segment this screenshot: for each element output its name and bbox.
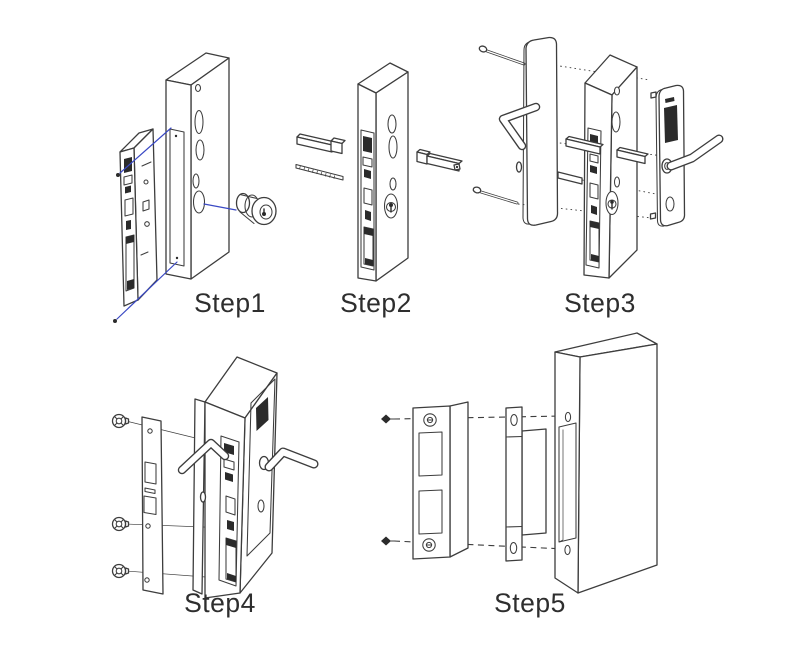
card-reader-slot — [665, 97, 675, 103]
door-edge-block — [583, 54, 638, 279]
screw-dot — [116, 173, 120, 177]
step2-illustration — [295, 62, 463, 282]
lever-handle-right — [666, 134, 724, 171]
latch-cutout — [144, 461, 157, 485]
exterior-escutcheon — [649, 84, 724, 227]
lever-handle-right — [264, 447, 319, 472]
frame-mortise — [558, 422, 577, 543]
step2-label: Step2 — [340, 288, 412, 318]
fixing-screws — [111, 413, 130, 579]
threaded-rod — [295, 163, 344, 181]
interior-escutcheon — [498, 36, 559, 226]
keyhole-cover — [257, 499, 265, 513]
insertion-guide-lines — [113, 127, 237, 323]
dust-box — [505, 406, 547, 562]
spindle-bar-left — [296, 133, 346, 155]
lock-faceplate — [218, 435, 240, 587]
assembled-door — [177, 356, 319, 599]
lever-handle-left — [177, 438, 230, 475]
spindle-bar-right — [416, 148, 463, 172]
screw — [111, 516, 130, 532]
mortise-lock-body — [119, 128, 158, 307]
step5-label: Step5 — [494, 588, 566, 618]
spindle-bar-left — [565, 135, 604, 155]
strike-screws — [381, 414, 396, 546]
reader-window — [256, 397, 269, 431]
reader-window — [664, 105, 678, 143]
alignment-dashed-lines — [393, 415, 566, 550]
small-nut — [453, 163, 461, 171]
deadbolt-cutout — [143, 495, 157, 516]
step4-illustration — [111, 356, 319, 599]
spindle-bar-right — [616, 146, 649, 165]
mounting-screw-bottom — [472, 186, 519, 205]
screw — [111, 413, 130, 429]
mounting-screw-top — [478, 45, 526, 66]
exterior-escutcheon-mounted — [246, 378, 276, 557]
mortise-pocket — [169, 128, 185, 267]
step3-label: Step3 — [564, 288, 636, 318]
keyhole-cover — [665, 196, 675, 212]
door-edge-block — [357, 62, 409, 282]
step1-label: Step1 — [194, 288, 266, 318]
step4-label: Step4 — [184, 588, 256, 618]
door-frame — [554, 332, 658, 594]
latch-opening — [418, 431, 443, 477]
screw — [111, 563, 130, 579]
spindle-boss — [515, 161, 523, 173]
step5-illustration — [381, 332, 658, 594]
step3-illustration — [453, 36, 724, 279]
deadbolt-opening — [418, 489, 443, 535]
strike-plate — [412, 401, 469, 560]
thumbturn — [199, 491, 207, 503]
step1-illustration — [113, 52, 277, 323]
cylinder-hole — [192, 190, 206, 214]
screw-dot — [113, 319, 117, 323]
door-edge-block — [165, 52, 230, 280]
mounting-post — [649, 212, 657, 220]
spindle-bar-lower — [557, 171, 583, 185]
installed-cylinder — [383, 193, 399, 219]
edge-faceplate — [141, 416, 164, 595]
lock-cylinder — [235, 192, 277, 226]
lever-handle-left — [498, 102, 541, 151]
mounting-post — [650, 91, 657, 99]
